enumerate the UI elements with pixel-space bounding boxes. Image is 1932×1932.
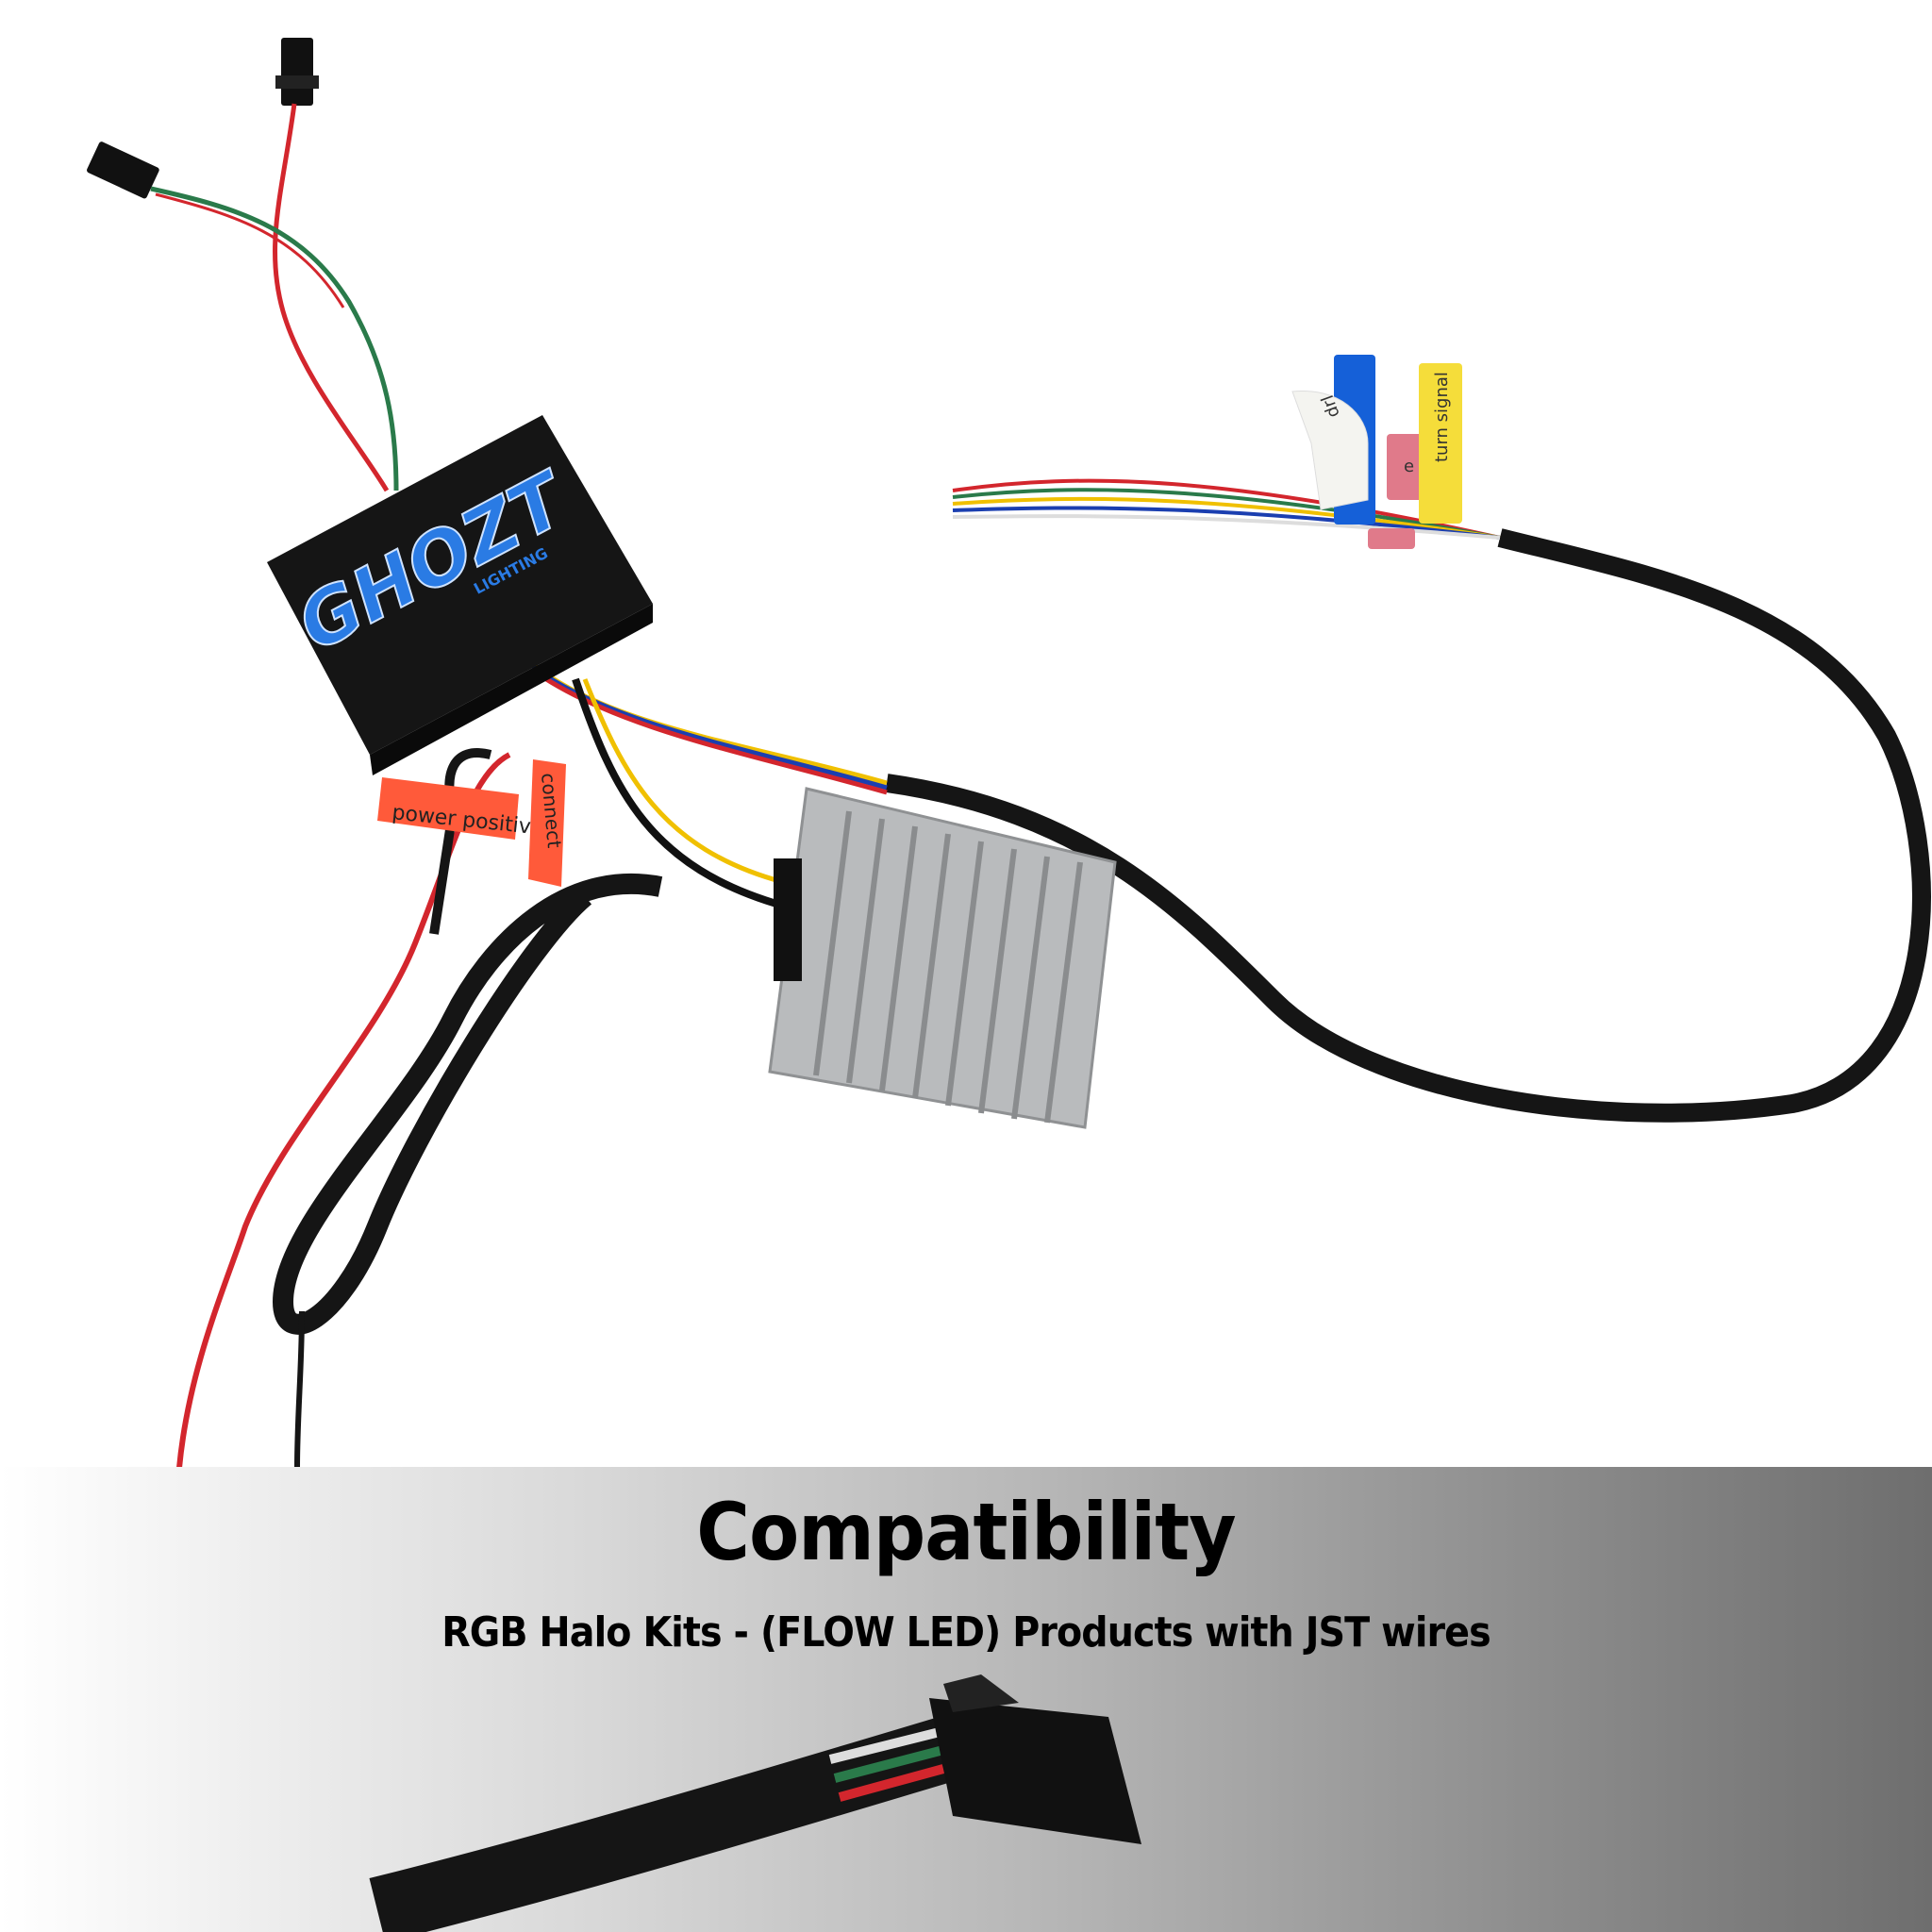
banner-title: Compatibility — [696, 1486, 1236, 1578]
control-wires — [526, 658, 888, 909]
jst-connector-top — [275, 38, 319, 106]
braided-cable — [885, 528, 1931, 1123]
wire-tags: e turn signal drl — [1291, 355, 1462, 549]
orange-tags: power positive connect — [377, 759, 566, 887]
voltage-converter — [768, 787, 1117, 1129]
power-harness — [176, 748, 663, 1468]
jst-connector-left — [87, 142, 159, 199]
controller-box: GHOZT LIGHTING — [267, 415, 653, 775]
jst-connector-photo — [369, 1674, 1141, 1932]
e-tag-label: e — [1404, 457, 1414, 476]
wire-bundle — [952, 478, 1501, 540]
product-photo: e turn signal drl GHOZT LIGHTING power p… — [87, 38, 1931, 1468]
banner-subtitle: RGB Halo Kits - (FLOW LED) Products with… — [441, 1608, 1491, 1657]
compatibility-banner: Compatibility RGB Halo Kits - (FLOW LED)… — [0, 1467, 1932, 1932]
turn-signal-label: turn signal — [1432, 372, 1452, 462]
